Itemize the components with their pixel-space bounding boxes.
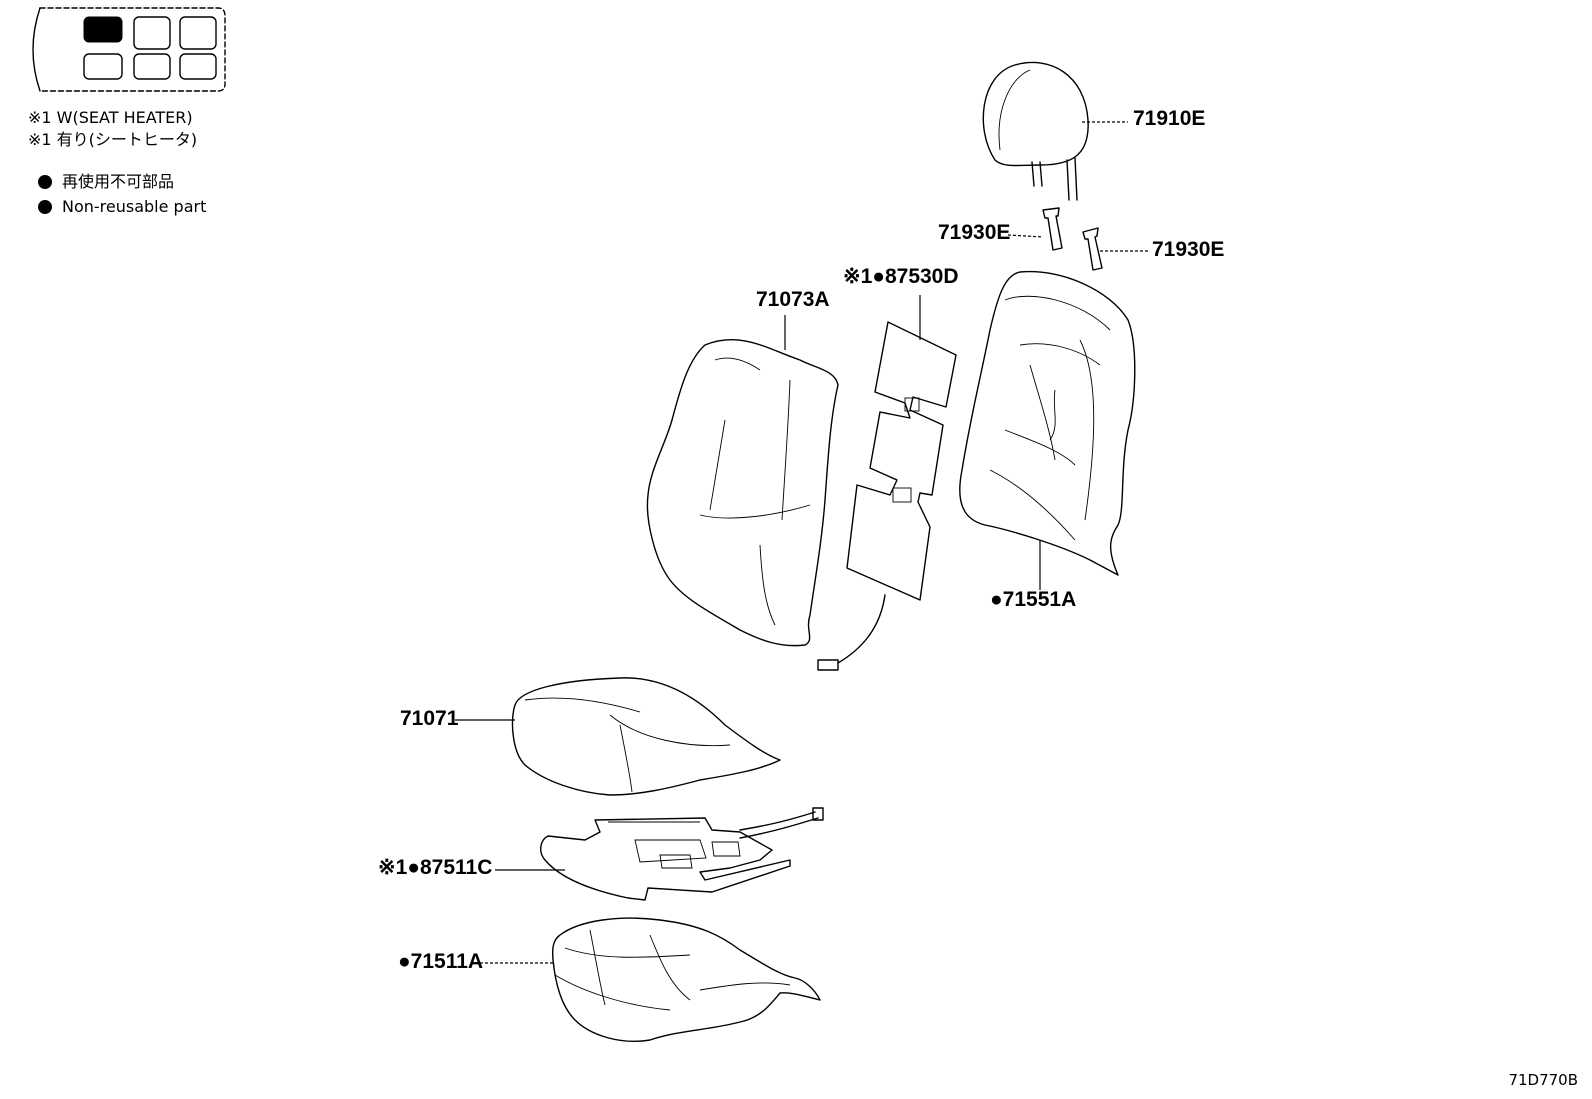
part-label-back-cover[interactable]: ●71551A	[990, 588, 1077, 611]
nonreusable-note-en: Non-reusable part	[62, 197, 207, 216]
seatback-heater-drawing	[817, 321, 957, 671]
seatback-cover-drawing	[959, 270, 1136, 576]
part-label-support-right[interactable]: 71930E	[1152, 238, 1225, 261]
document-id: 71D770B	[1508, 1071, 1578, 1089]
part-label-headrest[interactable]: 71910E	[1133, 107, 1206, 130]
part-label-cushion-heater[interactable]: ※1●87511C	[378, 856, 493, 879]
heater-note-en: ※1 W(SEAT HEATER)	[28, 108, 193, 127]
seat-layout-icon	[32, 7, 226, 92]
part-label-cushion-cover[interactable]: ●71511A	[398, 950, 484, 973]
part-label-support-left[interactable]: 71930E	[938, 221, 1011, 244]
leader-lines	[455, 121, 1148, 964]
seatback-pad-drawing	[646, 338, 839, 647]
heater-note-ja: ※1 有り(シートヒータ)	[28, 130, 198, 149]
bullet-icon	[38, 200, 52, 214]
cushion-cover-drawing	[551, 917, 821, 1042]
cushion-heater-drawing	[540, 807, 824, 901]
part-label-cushion-pad[interactable]: 71071	[400, 707, 459, 730]
support-drawing	[1042, 207, 1103, 271]
bullet-icon	[38, 175, 52, 189]
cushion-pad-drawing	[511, 677, 781, 796]
nonreusable-note-ja: 再使用不可部品	[62, 172, 175, 191]
part-label-back-pad[interactable]: 71073A	[756, 288, 830, 311]
headrest-drawing	[982, 61, 1089, 201]
part-label-back-heater[interactable]: ※1●87530D	[843, 265, 959, 288]
